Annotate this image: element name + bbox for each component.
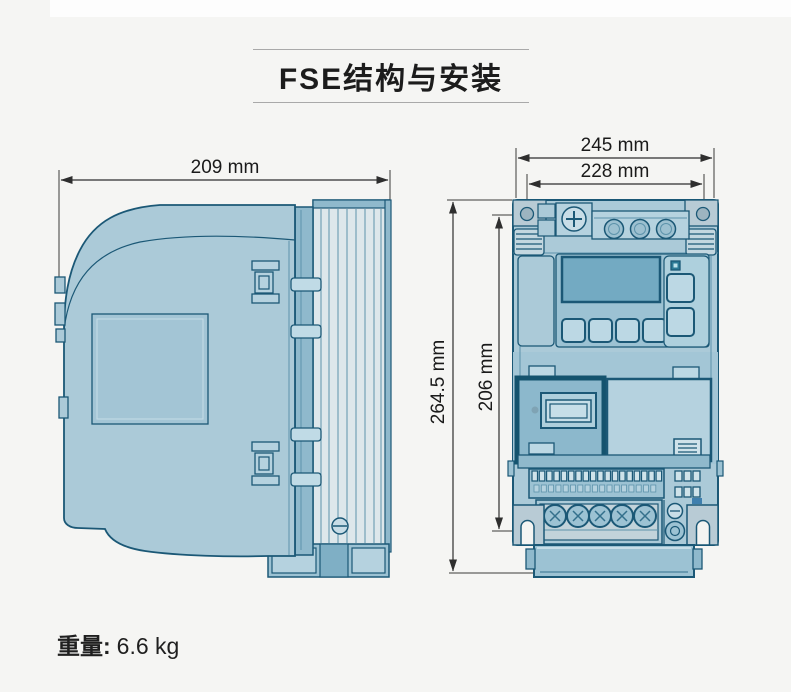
left-blank-panel: [517, 255, 555, 347]
panel-button-4: [642, 318, 667, 343]
mounting-hole-left: [519, 206, 535, 222]
edge-bump-right: [716, 460, 724, 477]
lower-label-box: [673, 438, 702, 457]
strip-latches: [290, 277, 322, 487]
screw-terminals: [543, 504, 657, 528]
aux-terminals: [674, 470, 702, 504]
weight-line: 重量:6.6 kg: [57, 627, 179, 661]
title-block: FSE结构与安装: [253, 49, 529, 103]
edge-bump-left: [507, 460, 515, 477]
power-terminal-block: [535, 499, 663, 545]
front-width-dim-label: 245 mm: [581, 135, 650, 156]
vent-left: [513, 228, 545, 256]
panel-button-5: [666, 273, 695, 303]
release-clip-bottom: [251, 441, 280, 486]
heatsink-fins: [320, 209, 382, 543]
clip-tab-right: [672, 366, 700, 380]
side-width-dimension: 209 mm: [58, 157, 391, 278]
cover-screw-dot: [531, 406, 539, 414]
mounting-strip: [294, 206, 314, 556]
front-view-drawing: 245 mm 228 mm 264.5 mm 206 mm: [430, 135, 724, 578]
top-small-box-1: [537, 203, 556, 219]
release-clip-top: [251, 260, 280, 304]
operator-panel: [555, 253, 710, 348]
panel-button-1: [561, 318, 586, 343]
panel-button-3: [615, 318, 640, 343]
bottom-slot-left: [512, 504, 545, 546]
page-top-strip: [50, 0, 791, 17]
side-view-drawing: 209 mm: [54, 157, 392, 578]
terminal-row-top: [531, 470, 663, 482]
front-bottom-connector: [525, 544, 703, 578]
top-terminal-bar: [591, 210, 690, 240]
heatsink-screw-icon: [331, 517, 349, 535]
top-small-box-2: [537, 219, 556, 237]
back-plate: [384, 199, 392, 553]
status-led: [670, 260, 681, 271]
weight-value: 6.6 kg: [116, 633, 180, 659]
divider-bar: [517, 454, 711, 469]
mounting-hole-right: [695, 206, 711, 222]
side-body: [63, 204, 296, 558]
panel-button-2: [588, 318, 613, 343]
side-window: [91, 313, 209, 425]
panel-button-6: [666, 307, 695, 337]
weight-label: 重量:: [57, 633, 111, 659]
front-height-dim-label: 264.5 mm: [430, 340, 449, 424]
terminal-row-bottom: [533, 484, 657, 493]
heatsink: [312, 199, 392, 553]
left-edge-tabs: [54, 276, 69, 419]
lower-tab-left: [528, 442, 555, 455]
front-mount-height-dim-label: 206 mm: [476, 343, 497, 412]
front-mount-height-dimension: 206 mm: [476, 214, 526, 532]
front-mount-width-dimension: 228 mm: [526, 161, 705, 208]
blue-accent-tab: [692, 498, 702, 504]
control-terminal-strip: [528, 468, 665, 499]
front-mount-width-dim-label: 228 mm: [581, 161, 650, 182]
ground-screws: [663, 500, 686, 544]
side-width-dim-label: 209 mm: [191, 157, 260, 178]
front-height-dimension: 264.5 mm: [430, 199, 537, 574]
front-width-dimension: 245 mm: [515, 135, 715, 198]
vent-right: [685, 228, 717, 256]
mounting-tab-right: [684, 199, 719, 227]
bottom-slot-right: [686, 504, 719, 546]
panel-buttons: [561, 318, 667, 343]
top-screw-icon: [555, 202, 593, 237]
display-screen: [560, 255, 662, 304]
knockout-circles: [603, 218, 677, 240]
page-title: FSE结构与安装: [278, 63, 504, 96]
cover-seam: [63, 235, 296, 331]
